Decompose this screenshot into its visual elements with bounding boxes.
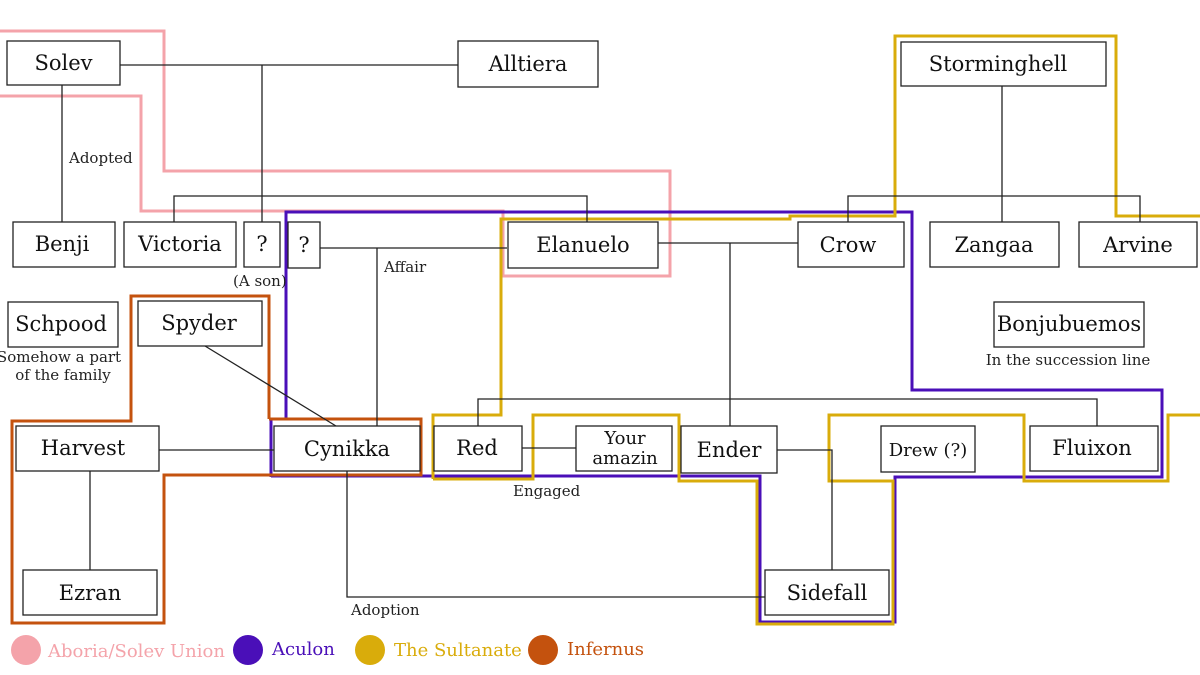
- person-box-unknown-affair: [287, 221, 321, 269]
- person-ezran: Ezran: [59, 581, 121, 605]
- person-zangaa: Zangaa: [954, 233, 1033, 257]
- person-schpood: Schpood: [15, 312, 107, 336]
- person-unknown-affair: ?: [298, 233, 309, 257]
- victoria-elanuelo-sibling-line: [173, 195, 588, 222]
- person-box-drew: [880, 425, 976, 473]
- person-box-benji: [12, 221, 116, 268]
- person-box-storminghell: [900, 41, 1107, 87]
- relationship-lines: [61, 64, 1141, 598]
- caption-schpood-note-line1: Somehow a part: [0, 348, 121, 366]
- person-bonjubuemos: Bonjubuemos: [997, 312, 1141, 336]
- person-box-fluixon: [1029, 425, 1159, 472]
- person-your-amazin-line2: amazin: [592, 448, 658, 469]
- legend-label-aculon: Aculon: [271, 639, 335, 660]
- legend-swatch-infernus: [528, 635, 558, 665]
- person-box-ezran: [22, 569, 158, 616]
- spyder-cynikka-line: [204, 345, 337, 427]
- person-ender: Ender: [697, 438, 763, 462]
- person-box-red: [433, 425, 523, 472]
- person-elanuelo: Elanuelo: [536, 233, 629, 257]
- person-unknown-son: ?: [256, 232, 267, 256]
- ender-drew-sidefall-line: [777, 449, 833, 570]
- person-your-amazin-line1: Your: [603, 428, 646, 449]
- storminghell-children-line: [847, 195, 1141, 222]
- person-spyder: Spyder: [161, 311, 238, 335]
- caption-adoption: Adoption: [350, 601, 420, 619]
- person-solev: Solev: [34, 51, 92, 75]
- person-cynikka: Cynikka: [304, 437, 390, 461]
- person-benji: Benji: [35, 232, 90, 256]
- person-red: Red: [456, 436, 498, 460]
- aboria-solev-union-outline: [0, 29, 672, 278]
- person-sidefall: Sidefall: [787, 581, 868, 605]
- sultanate-outline-lower: [433, 413, 1200, 626]
- caption-adopted: Adopted: [68, 149, 133, 167]
- person-arvine: Arvine: [1102, 233, 1173, 257]
- person-box-elanuelo: [507, 221, 659, 269]
- legend-label-aboria-solev-union: Aboria/Solev Union: [47, 641, 225, 662]
- person-box-cynikka: [273, 425, 421, 472]
- person-box-crow: [797, 221, 905, 268]
- caption-succession: In the succession line: [986, 351, 1151, 369]
- person-box-sidefall: [764, 569, 890, 616]
- person-fluixon: Fluixon: [1052, 436, 1132, 460]
- ender-siblings-line: [477, 398, 1098, 426]
- person-box-schpood: [7, 301, 119, 348]
- caption-affair: Affair: [383, 258, 427, 276]
- person-box-unknown-son: [243, 221, 281, 268]
- legend-label-sultanate: The Sultanate: [394, 640, 522, 661]
- person-drew: Drew (?): [889, 440, 968, 461]
- caption-a-son: (A son): [233, 272, 287, 290]
- person-nodes: Solev Alltiera Storminghell Benji Victor…: [6, 40, 1198, 616]
- person-box-zangaa: [929, 221, 1060, 268]
- legend-swatch-sultanate: [355, 635, 385, 665]
- person-storminghell: Storminghell: [929, 52, 1068, 76]
- caption-engaged: Engaged: [513, 482, 581, 500]
- person-box-arvine: [1078, 221, 1198, 268]
- person-box-victoria: [123, 221, 237, 268]
- person-box-spyder: [137, 300, 263, 347]
- person-victoria: Victoria: [137, 232, 222, 256]
- legend-label-infernus: Infernus: [567, 639, 644, 660]
- legend-swatch-aboria-solev-union: [11, 635, 41, 665]
- caption-schpood-note-line2: of the family: [15, 366, 111, 384]
- person-box-your-amazin: [575, 425, 673, 472]
- person-box-ender: [680, 425, 778, 474]
- person-box-harvest: [15, 425, 160, 472]
- legend: Aboria/Solev Union Aculon The Sultanate …: [11, 635, 644, 665]
- person-harvest: Harvest: [41, 436, 126, 460]
- infernus-outline: [10, 294, 423, 625]
- legend-swatch-aculon: [233, 635, 263, 665]
- cynikka-sidefall-adoption-line: [346, 471, 765, 598]
- relationship-captions: Adopted (A son) Affair Somehow a part of…: [0, 149, 1150, 619]
- person-box-bonjubuemos: [993, 301, 1145, 348]
- person-box-alltiera: [457, 40, 599, 88]
- person-box-solev: [6, 40, 121, 86]
- person-crow: Crow: [820, 233, 877, 257]
- person-alltiera: Alltiera: [488, 52, 568, 76]
